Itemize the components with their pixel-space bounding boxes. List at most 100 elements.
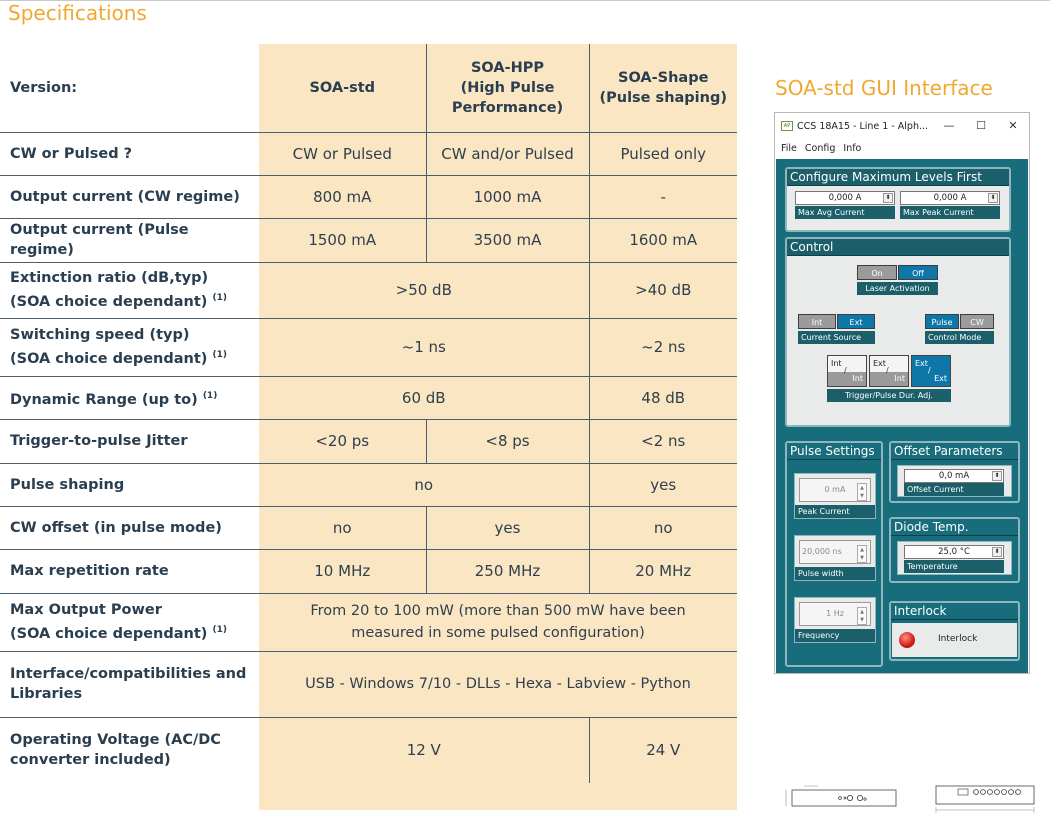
device-rear-drawing — [935, 785, 1035, 813]
spinner-icon[interactable]: ⬍ — [992, 471, 1002, 481]
peak-current-box: 0 mA▲▼ Peak Current — [794, 473, 876, 519]
trigger-ext-ext-button[interactable]: Ext / Ext — [911, 355, 951, 387]
cell-std: 10 MHz — [314, 562, 371, 580]
control-mode-pulse-button[interactable]: Pulse — [925, 314, 959, 329]
offset-current-label: Offset Current — [904, 483, 1004, 496]
spec-row-rep-rate: Max repetition rate 10 MHz 250 MHz 20 MH… — [0, 549, 737, 593]
row-label: Output current (CW regime) — [10, 188, 240, 205]
pulse-width-input[interactable]: 20,000 ns▲▼ — [799, 540, 871, 564]
cell-shape: 24 V — [588, 717, 737, 783]
cell-std-hpp: >50 dB — [395, 281, 452, 299]
spec-row-cw-pulsed: CW or Pulsed ? CW or Pulsed CW and/or Pu… — [0, 132, 737, 175]
row-label: Switching speed (typ) (SOA choice depend… — [10, 327, 227, 367]
max-peak-current-input[interactable]: 0,000 A⬍ — [900, 191, 1000, 205]
control-panel: Control On Off Laser Activation Int Ext … — [785, 237, 1011, 427]
col-header-shape: SOA-Shape(Pulse shaping) — [588, 44, 737, 132]
row-label: Trigger-to-pulse Jitter — [10, 433, 188, 449]
offset-panel: Offset Parameters 0,0 mA⬍ Offset Current — [889, 441, 1020, 503]
max-peak-current-label: Max Peak Current — [900, 206, 1000, 219]
spec-row-dynamic: Dynamic Range (up to) (1) 60 dB 48 dB — [0, 376, 737, 419]
cell-all: From 20 to 100 mW (more than 500 mW have… — [310, 603, 686, 641]
stepper-icon[interactable]: ▲▼ — [857, 545, 867, 563]
frequency-label: Frequency — [795, 629, 875, 642]
control-title: Control — [787, 239, 1009, 256]
frequency-input[interactable]: 1 Hz▲▼ — [799, 602, 871, 626]
menu-config[interactable]: Config — [804, 142, 836, 154]
col-header-std: SOA-std — [309, 79, 376, 96]
control-mode-cw-button[interactable]: CW — [960, 314, 994, 329]
frequency-box: 1 Hz▲▼ Frequency — [794, 597, 876, 643]
stepper-icon[interactable]: ▲▼ — [857, 607, 867, 625]
menu-info[interactable]: Info — [843, 142, 862, 154]
app-logo-icon: AP — [781, 121, 793, 131]
cell-all: USB - Windows 7/10 - DLLs - Hexa - Labvi… — [305, 676, 691, 692]
pulse-width-box: 20,000 ns▲▼ Pulse width — [794, 535, 876, 581]
cell-shape: 48 dB — [588, 376, 737, 419]
spinner-icon[interactable]: ⬍ — [992, 547, 1002, 557]
temperature-input[interactable]: 25,0 °C⬍ — [904, 545, 1004, 559]
control-mode-label: Control Mode — [925, 331, 994, 344]
row-label: Dynamic Range (up to) (1) — [10, 390, 218, 408]
max-avg-current-input[interactable]: 0,000 A⬍ — [795, 191, 895, 205]
spec-row-voltage: Operating Voltage (AC/DC converter inclu… — [0, 717, 737, 783]
temperature-box: 25,0 °C⬍ Temperature — [897, 541, 1012, 575]
cell-std-hpp: no — [414, 475, 434, 494]
stepper-icon[interactable]: ▲▼ — [857, 483, 867, 501]
interlock-title: Interlock — [891, 603, 1018, 620]
row-label: Max Output Power (SOA choice dependant) … — [10, 602, 227, 642]
row-label: CW offset (in pulse mode) — [10, 519, 222, 536]
interlock-box: Interlock — [892, 623, 1017, 657]
spinner-icon[interactable]: ⬍ — [988, 193, 998, 203]
minimize-button[interactable]: — — [943, 119, 955, 132]
gui-body: Configure Maximum Levels First 0,000 A⬍ … — [776, 159, 1028, 673]
cell-hpp: <8 ps — [425, 419, 589, 463]
row-label: Output current (Pulse regime) — [10, 222, 189, 258]
cell-std: 800 mA — [313, 187, 372, 206]
laser-off-button[interactable]: Off — [898, 265, 938, 280]
max-levels-title: Configure Maximum Levels First — [787, 169, 1009, 186]
max-levels-panel: Configure Maximum Levels First 0,000 A⬍ … — [785, 167, 1011, 232]
pulse-settings-title: Pulse Settings — [787, 443, 881, 460]
spec-row-interface: Interface/compatibilities and Libraries … — [0, 651, 737, 717]
spec-row-jitter: Trigger-to-pulse Jitter <20 ps <8 ps <2 … — [0, 419, 737, 463]
pulse-settings-panel: Pulse Settings 0 mA▲▼ Peak Current 20,00… — [785, 441, 883, 667]
menu-file[interactable]: File — [781, 142, 797, 154]
cell-shape: 1600 mA — [588, 218, 737, 262]
cell-hpp: yes — [425, 506, 589, 549]
cell-hpp: 250 MHz — [425, 549, 589, 593]
diode-temp-panel: Diode Temp. 25,0 °C⬍ Temperature — [889, 517, 1020, 583]
close-button[interactable]: ✕ — [1008, 119, 1018, 132]
row-label: Pulse shaping — [10, 476, 125, 493]
menubar: File Config Info — [775, 139, 1029, 157]
cell-shape: Pulsed only — [588, 132, 737, 175]
spec-row-switching: Switching speed (typ) (SOA choice depend… — [0, 318, 737, 376]
window-title: CCS 18A15 - Line 1 - Alph... — [797, 120, 929, 132]
laser-on-button[interactable]: On — [857, 265, 897, 280]
current-source-ext-button[interactable]: Ext — [837, 314, 875, 329]
cell-shape: yes — [588, 463, 737, 506]
cell-hpp: 1000 mA — [425, 175, 589, 218]
cell-hpp: 3500 mA — [425, 218, 589, 262]
cell-shape: 20 MHz — [588, 549, 737, 593]
gui-window: AP CCS 18A15 - Line 1 - Alph... — ☐ ✕ Fi… — [774, 112, 1030, 674]
offset-current-input[interactable]: 0,0 mA⬍ — [904, 469, 1004, 483]
device-front-drawing — [785, 785, 897, 807]
spinner-icon[interactable]: ⬍ — [883, 193, 893, 203]
page-title: Specifications — [8, 1, 147, 25]
trigger-int-int-button[interactable]: Int / Int — [827, 355, 867, 387]
row-label: Extinction ratio (dB,typ) (SOA choice de… — [10, 270, 227, 310]
cell-std: 1500 mA — [308, 231, 377, 249]
cell-shape: >40 dB — [588, 262, 737, 318]
window-titlebar: AP CCS 18A15 - Line 1 - Alph... — ☐ ✕ — [775, 113, 1029, 139]
cell-shape: - — [588, 175, 737, 218]
peak-current-input[interactable]: 0 mA▲▼ — [799, 478, 871, 502]
laser-activation-label: Laser Activation — [857, 282, 938, 295]
maximize-button[interactable]: ☐ — [976, 119, 986, 132]
trigger-ext-int-button[interactable]: Ext / Int — [869, 355, 909, 387]
peak-current-label: Peak Current — [795, 505, 875, 518]
current-source-int-button[interactable]: Int — [798, 314, 836, 329]
